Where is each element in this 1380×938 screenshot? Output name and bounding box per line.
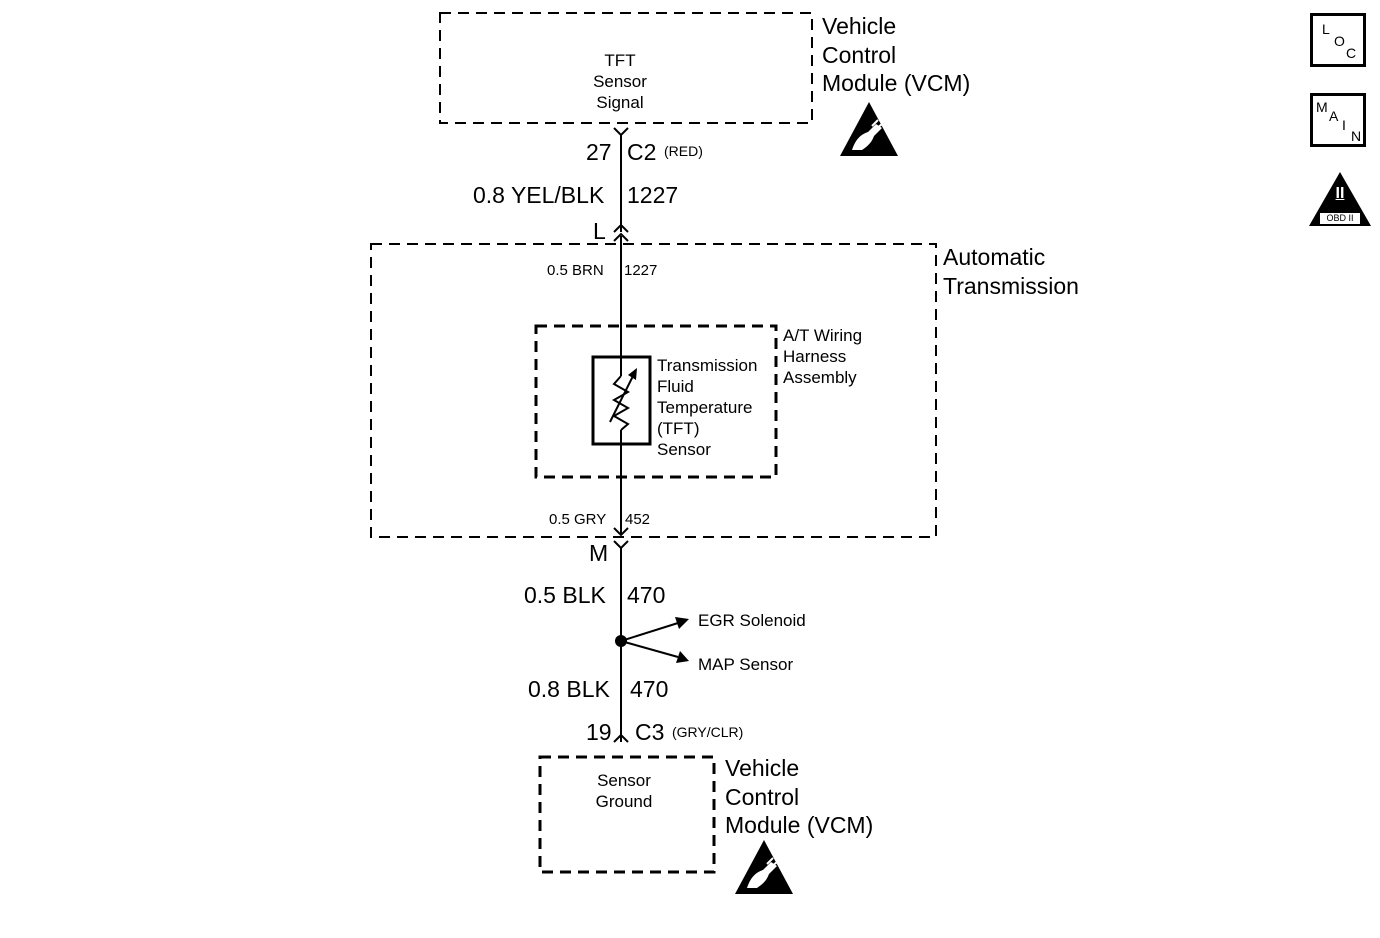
c3-pin-fork: [613, 733, 629, 743]
map-sensor-label: MAP Sensor: [698, 655, 794, 674]
vcm-bottom-title: Vehicle Control Module (VCM): [725, 755, 874, 839]
esd-warning-icon: [735, 840, 793, 894]
connector-m-chevron: [613, 527, 629, 537]
tft-sensor-label: Transmission Fluid Temperature (TFT) Sen…: [657, 356, 758, 460]
wire-out-circuit: 452: [625, 511, 651, 528]
connector-m-fork: [613, 540, 629, 550]
wire-bottom-label: 0.8 BLK: [528, 676, 610, 702]
vcm-top-box: [439, 12, 813, 124]
transmission-title: Automatic Transmission: [943, 244, 1079, 299]
wire-out-label: 0.5 GRY: [549, 511, 607, 528]
egr-solenoid-label: EGR Solenoid: [698, 611, 806, 630]
thermistor-arrow-head: [628, 368, 637, 380]
obd-ii-label: OBD II: [1326, 213, 1354, 223]
main-button-icon[interactable]: M A I N: [1310, 93, 1366, 147]
c3-connector-color: (GRY/CLR): [672, 724, 744, 740]
obd-ii-triangle: [1309, 172, 1371, 226]
wire-mid-label: 0.5 BLK: [524, 582, 606, 608]
obd-ii-icon[interactable]: II OBD II: [1308, 171, 1372, 227]
wire-top-label: 0.8 YEL/BLK: [473, 182, 605, 208]
wire-in-label: 0.5 BRN: [547, 262, 604, 279]
map-branch: [620, 640, 679, 658]
main-letter-i: I: [1342, 117, 1346, 133]
egr-branch: [620, 622, 679, 642]
connector-l-chevron: [613, 232, 629, 242]
c2-connector-label: C2: [627, 139, 657, 165]
connector-l-label: L: [593, 218, 606, 244]
harness-label: A/T Wiring Harness Assembly: [783, 326, 863, 388]
main-letter-a: A: [1329, 108, 1339, 124]
vcm-top-title: Vehicle Control Module (VCM): [822, 13, 971, 97]
obd-ii-numeral: II: [1335, 185, 1345, 202]
loc-letter-l: L: [1322, 21, 1330, 37]
egr-arrow-head: [675, 617, 689, 629]
main-letter-m: M: [1316, 99, 1328, 115]
c3-connector-label: C3: [635, 719, 665, 745]
connector-l-fork-up: [613, 223, 629, 233]
c2-connector-color: (RED): [664, 143, 703, 159]
loc-letter-o: O: [1334, 33, 1345, 49]
map-arrow-head: [676, 651, 689, 663]
c2-pin-fork: [613, 127, 629, 137]
c3-pin-number: 19: [586, 719, 612, 745]
harness-box: [534, 324, 778, 479]
wire-top-circuit: 1227: [627, 182, 679, 208]
loc-letter-c: C: [1346, 45, 1357, 61]
sensor-ground-label: Sensor Ground: [595, 771, 653, 812]
loc-button-icon[interactable]: L O C: [1310, 13, 1366, 67]
main-letter-n: N: [1351, 128, 1362, 144]
c2-pin-number: 27: [586, 139, 612, 165]
connector-m-label: M: [589, 540, 609, 566]
wire-bottom-circuit: 470: [630, 676, 669, 702]
transmission-box: [370, 243, 937, 538]
thermistor-arrow-shaft: [609, 373, 635, 423]
wire-in-circuit: 1227: [624, 262, 658, 279]
tft-sensor-signal-label: TFT Sensor Signal: [593, 51, 647, 113]
wire-mid-circuit: 470: [627, 582, 666, 608]
thermistor-zigzag: [611, 375, 631, 431]
esd-warning-icon: [840, 102, 898, 156]
